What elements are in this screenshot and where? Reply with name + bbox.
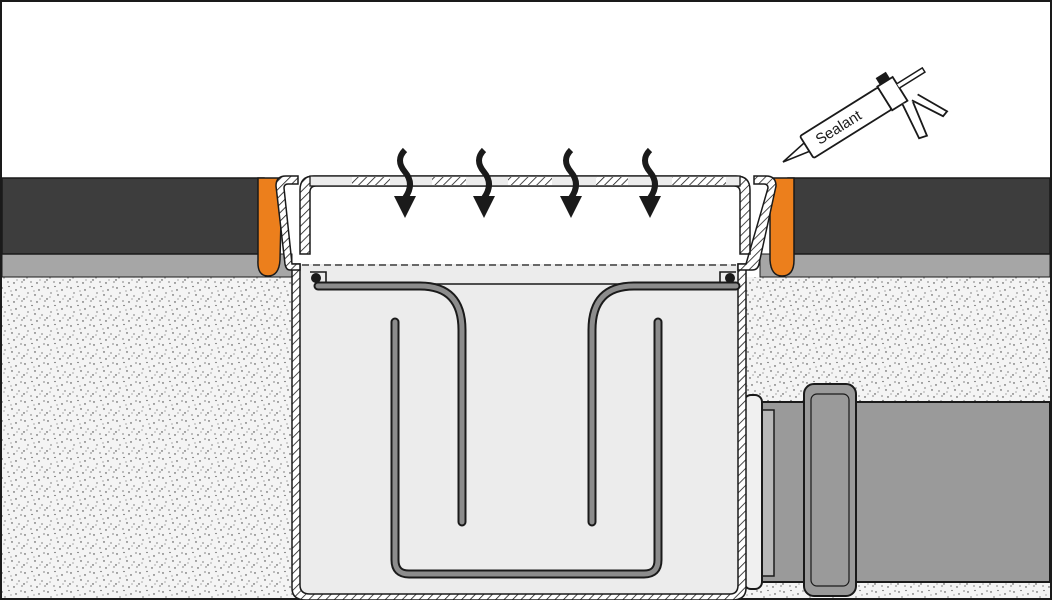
gun-trigger (911, 93, 949, 118)
wavy-down-arrow-icon (394, 147, 416, 218)
caulking-gun-icon: Sealant (782, 66, 949, 163)
wavy-down-arrow-icon (639, 147, 661, 218)
drain-ledge (310, 271, 736, 285)
screed-layer (1, 253, 1051, 278)
sealant-bead-left (257, 177, 283, 277)
grate-bar (508, 177, 552, 185)
drain-grate (299, 175, 751, 255)
pipe-coupling-inner (810, 393, 850, 587)
grate-bar (672, 177, 726, 185)
wavy-down-arrow-icon (560, 147, 582, 218)
drain-flange-right (737, 175, 777, 271)
grate-bar (596, 177, 628, 185)
floor-tile-layer (1, 177, 1051, 255)
floor-tile-left (1, 177, 265, 255)
gun-handle (901, 101, 929, 140)
drain-body (275, 175, 777, 600)
gasket-right (725, 273, 735, 283)
floor-tile-right (787, 177, 1051, 255)
drain-cavity (292, 264, 746, 594)
gasket-left (311, 273, 321, 283)
water-flow-arrows (394, 147, 661, 218)
wavy-down-arrow-icon (473, 147, 495, 218)
sealant-bead-right (769, 177, 795, 277)
pipe-coupling (803, 383, 857, 597)
gun-top-clip (875, 71, 891, 85)
sealant-beads (257, 177, 795, 277)
outlet-pipe (743, 383, 1051, 597)
pipe-inner-sleeve (761, 409, 775, 577)
drain-flange-left (275, 175, 301, 271)
gun-frame (876, 75, 909, 112)
grate-bar (432, 177, 466, 185)
grate-bar (352, 177, 390, 185)
trap-insert (313, 281, 741, 579)
gun-plunger-rod (896, 66, 926, 89)
